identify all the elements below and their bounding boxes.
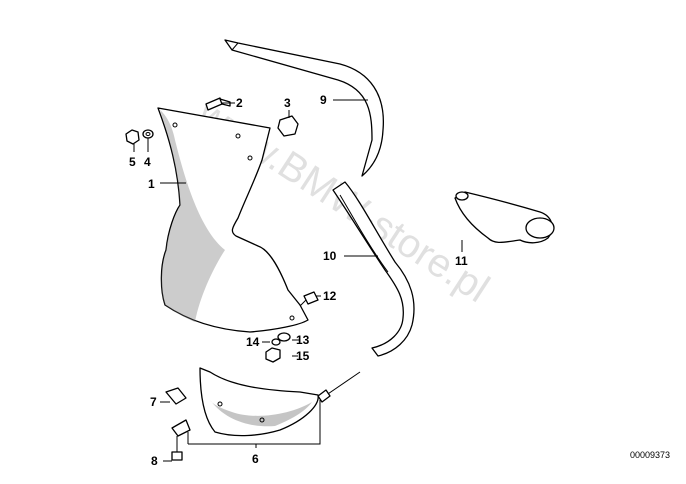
part-8-screw[interactable]	[171, 419, 191, 461]
part-11-grip[interactable]	[454, 191, 555, 244]
callout-2: 2	[236, 96, 243, 110]
part-3-clip[interactable]	[277, 115, 299, 137]
part-4-washer[interactable]	[142, 129, 154, 139]
callout-7: 7	[150, 395, 157, 409]
part-15-nut[interactable]	[265, 347, 281, 363]
callout-8: 8	[151, 454, 158, 468]
callout-4: 4	[144, 155, 151, 169]
callout-15: 15	[296, 349, 310, 363]
document-number: 00009373	[630, 450, 670, 460]
part-10-trim-strip[interactable]	[332, 181, 415, 357]
part-12-screw[interactable]	[299, 291, 319, 307]
callout-11: 11	[455, 254, 468, 268]
part-13-washer[interactable]	[277, 332, 291, 342]
leader-lines	[133, 99, 463, 462]
callout-1: 1	[148, 177, 155, 191]
callout-5: 5	[129, 155, 136, 169]
part-1-side-panel[interactable]	[157, 107, 309, 333]
callout-3: 3	[284, 96, 291, 110]
callout-10: 10	[323, 249, 337, 263]
part-7-bracket[interactable]	[165, 387, 187, 405]
part-6-bracket-pin[interactable]	[317, 371, 361, 403]
callout-6: 6	[252, 452, 259, 466]
part-9-trim-strip[interactable]	[224, 39, 384, 177]
part-14-washer[interactable]	[271, 338, 281, 346]
callout-12: 12	[323, 289, 337, 303]
part-6-lower-cover[interactable]	[199, 367, 319, 437]
part-5-nut[interactable]	[125, 129, 140, 145]
callout-14: 14	[246, 335, 260, 349]
callout-9: 9	[320, 93, 327, 107]
callout-13: 13	[296, 333, 310, 347]
